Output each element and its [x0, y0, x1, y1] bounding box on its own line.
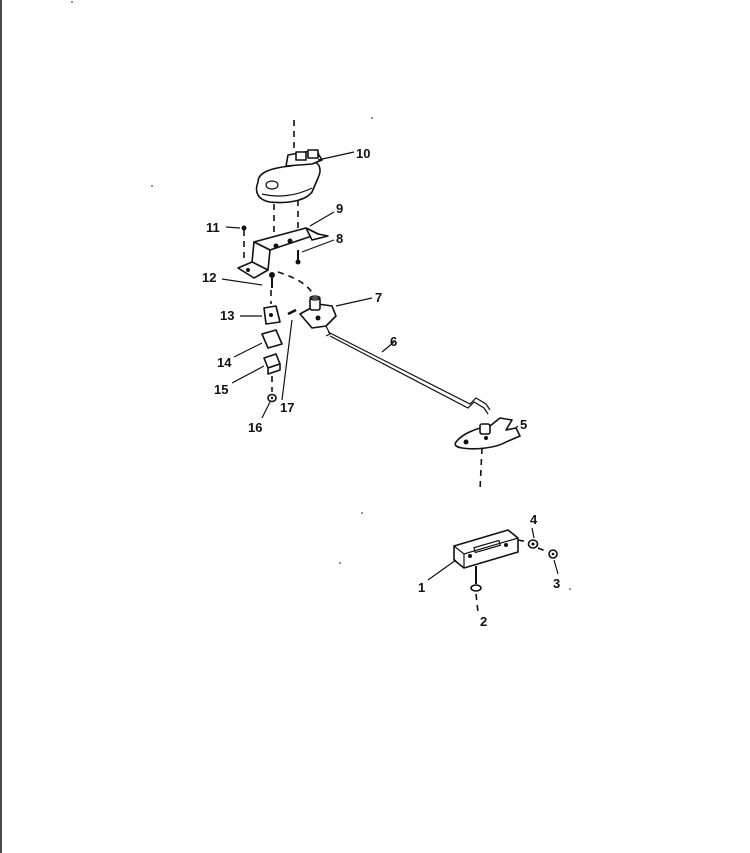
axis-1-4	[517, 539, 529, 543]
label-7: 7	[375, 290, 382, 305]
part-11-screw	[241, 225, 247, 262]
part-15-block	[263, 353, 281, 375]
label-3: 3	[553, 576, 560, 591]
label-14: 14	[217, 355, 232, 370]
label-13: 13	[220, 308, 234, 323]
label-10: 10	[356, 146, 370, 161]
speck	[339, 562, 341, 564]
speck	[569, 588, 571, 590]
label-11: 11	[206, 220, 220, 235]
speck	[361, 512, 363, 514]
part-1-plate	[453, 529, 519, 569]
leader-16	[261, 401, 271, 419]
leader-12	[221, 278, 263, 286]
speck	[71, 1, 73, 3]
part-3-nut	[548, 549, 558, 559]
leader-1	[427, 559, 457, 581]
label-4: 4	[530, 512, 538, 527]
leader-8	[301, 239, 335, 253]
part-14-plate	[261, 329, 283, 349]
leader-6	[381, 341, 395, 353]
part-13-clip	[263, 305, 281, 325]
leader-11	[225, 226, 241, 229]
part-6-rod	[327, 331, 491, 415]
part-16-nut	[267, 393, 277, 403]
label-2: 2	[480, 614, 487, 629]
part-10-switch	[255, 149, 323, 204]
leader-17	[281, 319, 293, 401]
label-16: 16	[248, 420, 262, 435]
leader-3	[553, 559, 559, 575]
speck	[371, 117, 373, 119]
label-9: 9	[336, 201, 343, 216]
axis-below-5	[479, 447, 483, 491]
leader-5	[515, 425, 519, 429]
leader-7	[335, 297, 373, 307]
leader-9	[309, 211, 335, 227]
part-4-washer	[527, 539, 539, 549]
speck	[151, 185, 153, 187]
axis-4-3	[537, 547, 549, 553]
label-1: 1	[418, 580, 425, 595]
axis-12-7	[277, 271, 315, 297]
leader-10	[317, 151, 355, 161]
label-6: 6	[390, 334, 397, 349]
part-2-screw	[470, 566, 482, 613]
label-5: 5	[520, 417, 527, 432]
part-5-lever	[454, 417, 521, 450]
part-9-bracket	[237, 227, 329, 279]
leader-15	[231, 365, 265, 384]
label-12: 12	[202, 270, 216, 285]
part-8-screw	[295, 250, 301, 265]
part-7-cam	[299, 295, 337, 337]
part-12-screw	[269, 272, 275, 288]
label-15: 15	[214, 382, 228, 397]
leader-14	[233, 342, 263, 358]
part-17-pin	[287, 308, 297, 316]
label-17: 17	[280, 400, 294, 415]
label-8: 8	[336, 231, 343, 246]
leader-4	[531, 527, 535, 539]
